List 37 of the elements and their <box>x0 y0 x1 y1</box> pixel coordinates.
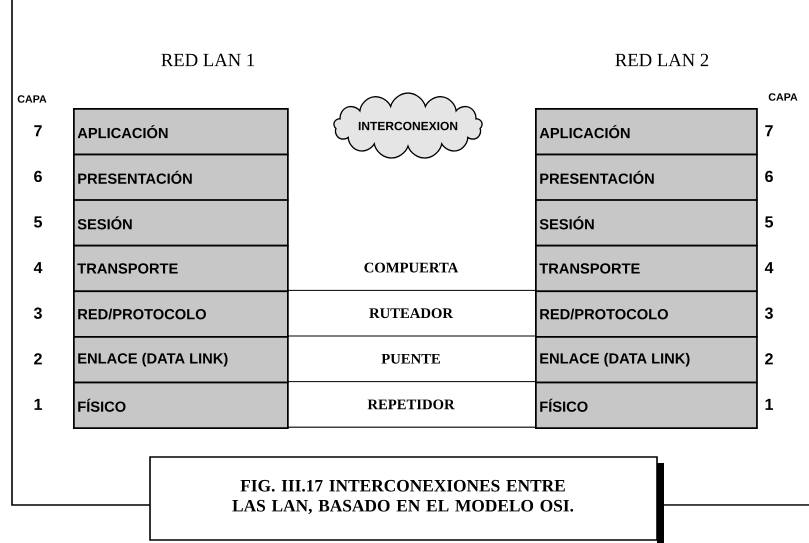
layer-number: 7 <box>34 125 42 136</box>
layer-box: ENLACE (DATA LINK) <box>73 336 289 384</box>
device-label: REPETIDOR <box>368 399 455 410</box>
layer-box: TRANSPORTE <box>535 244 758 292</box>
layer-number: 5 <box>34 216 42 228</box>
network-heading: RED LAN 1 <box>161 54 254 66</box>
layer-number: 2 <box>34 353 42 364</box>
layer-box: SESIÓN <box>535 199 758 247</box>
layer-box: FÍSICO <box>535 382 758 429</box>
layer-box: RED/PROTOCOLO <box>535 290 758 338</box>
layer-box: APLICACIÓN <box>73 108 289 156</box>
layer-box: PRESENTACIÓN <box>73 154 289 201</box>
device-label: PUENTE <box>382 354 440 364</box>
layer-box: FÍSICO <box>73 382 289 429</box>
layer-number: 6 <box>765 170 773 182</box>
layer-heading: CAPA <box>18 95 46 103</box>
layer-box: PRESENTACIÓN <box>535 154 758 201</box>
layer-number: 4 <box>34 262 42 274</box>
layer-number: 2 <box>765 353 773 364</box>
layer-number: 7 <box>765 125 773 136</box>
layer-number: 3 <box>34 308 42 319</box>
layer-box: SESIÓN <box>73 199 289 247</box>
network-heading: RED LAN 2 <box>615 54 708 66</box>
layer-number: 1 <box>34 398 42 410</box>
caption-box: FIG. III.17 INTERCONEXIONES ENTRE LAS LAN, BASADO EN EL MODELO OSI. <box>149 456 664 543</box>
layer-box: APLICACIÓN <box>535 108 758 156</box>
layer-heading: CAPA <box>768 93 798 101</box>
layer-number: 4 <box>764 262 774 274</box>
layer-number: 1 <box>766 398 773 410</box>
layer-box: RED/PROTOCOLO <box>73 290 289 338</box>
layer-box: TRANSPORTE <box>73 244 289 292</box>
layer-number: 3 <box>764 308 773 319</box>
device-label: COMPUERTA <box>364 262 458 273</box>
layer-number: 6 <box>34 170 42 182</box>
layer-box: ENLACE (DATA LINK) <box>535 336 758 384</box>
device-label: RUTEADOR <box>369 308 454 318</box>
layer-number: 5 <box>765 216 773 228</box>
